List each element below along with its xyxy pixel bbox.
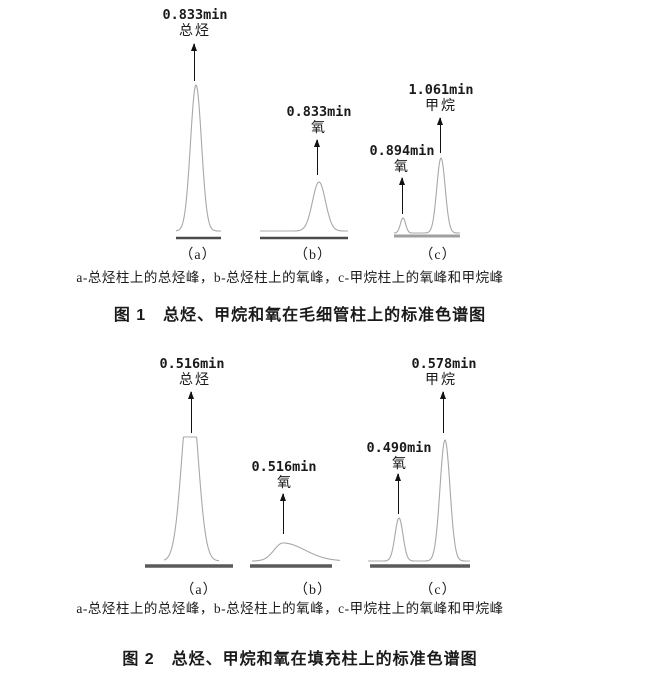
figure-legend: a-总烃柱上的总烃峰，b-总烃柱上的氧峰，c-甲烷柱上的氧峰和甲烷峰 — [76, 270, 504, 285]
retention-time-label: 0.516min — [251, 459, 317, 475]
retention-time-label: 0.833min — [286, 104, 352, 120]
up-arrow-icon — [436, 117, 443, 153]
panel-label-b: （b） — [294, 248, 332, 263]
panel-label-a: （a） — [179, 248, 217, 263]
analyte-label: 氧 — [392, 457, 408, 472]
up-arrow-icon — [398, 177, 405, 214]
analyte-label: 氧 — [394, 160, 410, 175]
analyte-label: 总烃 — [179, 373, 211, 388]
up-arrow-icon — [439, 391, 446, 433]
figure-title: 图 1 总烃、甲烷和氧在毛细管柱上的标准色谱图 — [113, 307, 487, 324]
retention-time-label: 1.061min — [408, 82, 474, 98]
analyte-label: 氧 — [277, 476, 293, 491]
up-arrow-icon — [394, 473, 401, 514]
analyte-label: 甲烷 — [425, 373, 457, 388]
retention-time-label: 0.833min — [162, 7, 228, 23]
analyte-label: 氧 — [311, 121, 327, 136]
panel-label-a: （a） — [180, 583, 218, 598]
panel-label-b: （b） — [294, 583, 332, 598]
retention-time-label: 0.894min — [369, 143, 435, 159]
retention-time-label: 0.516min — [159, 356, 225, 372]
figure-title: 图 2 总烃、甲烷和氧在填充柱上的标准色谱图 — [122, 651, 478, 668]
analyte-label: 甲烷 — [425, 99, 457, 114]
analyte-label: 总烃 — [179, 24, 211, 39]
retention-time-label: 0.490min — [366, 440, 432, 456]
up-arrow-icon — [187, 391, 194, 433]
panel-label-c: （c） — [419, 248, 457, 263]
up-arrow-icon — [279, 493, 286, 534]
retention-time-label: 0.578min — [411, 356, 477, 372]
figure-legend: a-总烃柱上的总烃峰，b-总烃柱上的氧峰，c-甲烷柱上的氧峰和甲烷峰 — [76, 601, 504, 616]
up-arrow-icon — [313, 139, 320, 175]
panel-label-c: （c） — [419, 583, 457, 598]
up-arrow-icon — [190, 43, 197, 81]
